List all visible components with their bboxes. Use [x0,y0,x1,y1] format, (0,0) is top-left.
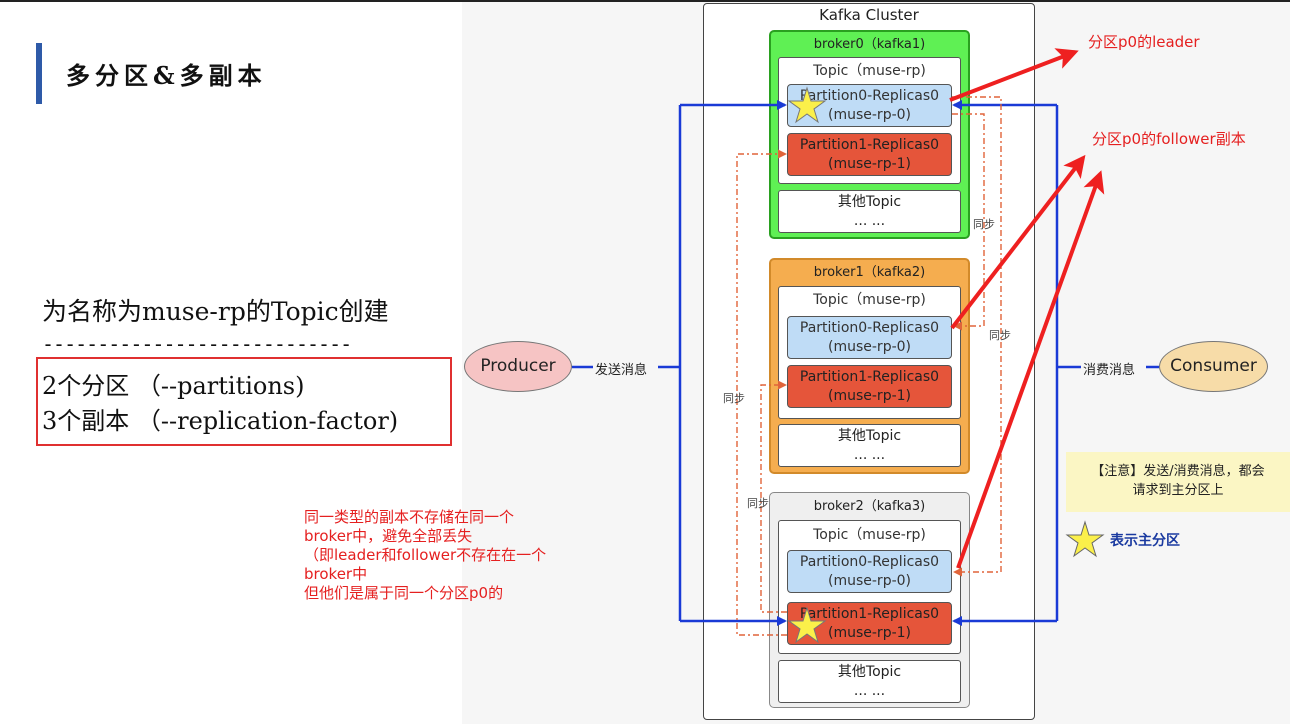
create-description: 为名称为muse-rp的Topic创建 [42,297,389,326]
replica-name: Partition1-Replicas0 [799,137,940,153]
leader-annotation: 分区p0的leader [1088,33,1200,51]
note-line: 【注意】发送/消费消息，都会 [1091,464,1265,479]
spec-partitions: 2个分区 （--partitions) [42,372,305,400]
legend-star-icon [1065,520,1105,558]
replica-id: (muse-rp-1) [828,156,911,172]
broker-2-partition0-replica: Partition0-Replicas0 (muse-rp-0) [787,550,952,593]
broker-1-partition1-replica: Partition1-Replicas0 (muse-rp-1) [787,365,952,408]
dashed-separator: ---------------------------- [42,332,352,356]
producer-flow-lines [572,100,787,626]
broker-2-other-topic: 其他Topic ... ... [778,660,961,703]
slide-title: 多分区&多副本 [66,61,267,90]
broker-1-other-topic: 其他Topic ... ... [778,424,961,467]
send-message-label: 发送消息 [595,363,648,378]
replica-placement-note: 同一类型的副本不存储在同一个 broker中，避免全部丢失 （即leader和f… [304,508,547,602]
other-topic-ellipsis: ... ... [853,683,886,699]
consume-message-label: 消费消息 [1083,363,1136,378]
broker-0-partition1-replica: Partition1-Replicas0 (muse-rp-1) [787,133,952,176]
follower-annotation: 分区p0的follower副本 [1092,130,1246,148]
broker-0-title: broker0（kafka1) [813,37,926,52]
replica-name: Partition0-Replicas0 [799,320,940,336]
annotation-arrows [949,48,1105,569]
leader-star-icon [787,606,827,644]
sync-label: 同步 [747,497,769,510]
other-topic-ellipsis: ... ... [853,447,886,463]
broker-0-other-topic: 其他Topic ... ... [778,190,961,233]
other-topic-ellipsis: ... ... [853,213,886,229]
broker-2-title: broker2（kafka3) [813,499,926,514]
top-border [0,0,1290,2]
replica-id: (muse-rp-0) [828,573,911,589]
replica-name: Partition1-Replicas0 [799,606,940,622]
other-topic-label: 其他Topic [837,428,902,444]
sync-label: 同步 [723,392,745,405]
title-accent-bar [36,43,42,104]
replica-name: Partition1-Replicas0 [799,369,940,385]
broker-1-partition0-replica: Partition0-Replicas0 (muse-rp-0) [787,316,952,359]
replica-name: Partition0-Replicas0 [799,88,940,104]
replica-id: (muse-rp-0) [828,107,911,123]
replica-id: (muse-rp-0) [828,339,911,355]
other-topic-label: 其他Topic [837,664,902,680]
sync-lines [736,96,1002,636]
producer-node: Producer [464,341,572,392]
broker-0-topic-title: Topic（muse-rp) [813,63,926,79]
spec-box [36,357,452,446]
cluster-title: Kafka Cluster [819,6,919,24]
other-topic-label: 其他Topic [837,194,902,210]
sync-label: 同步 [973,218,995,231]
broker-1-topic-title: Topic（muse-rp) [813,292,926,308]
note-line: 请求到主分区上 [1132,483,1224,498]
broker-2-topic-title: Topic（muse-rp) [813,527,926,543]
spec-replication: 3个副本 （--replication-factor) [42,407,399,435]
broker-1-title: broker1（kafka2) [813,265,926,280]
attention-note: 【注意】发送/消费消息，都会 请求到主分区上 [1066,452,1290,512]
sync-label: 同步 [989,329,1011,342]
leader-star-icon [787,86,827,124]
star-legend-label: 表示主分区 [1110,533,1180,549]
replica-name: Partition0-Replicas0 [799,554,940,570]
replica-id: (muse-rp-1) [828,625,911,641]
consumer-node: Consumer [1159,341,1268,392]
replica-id: (muse-rp-1) [828,388,911,404]
